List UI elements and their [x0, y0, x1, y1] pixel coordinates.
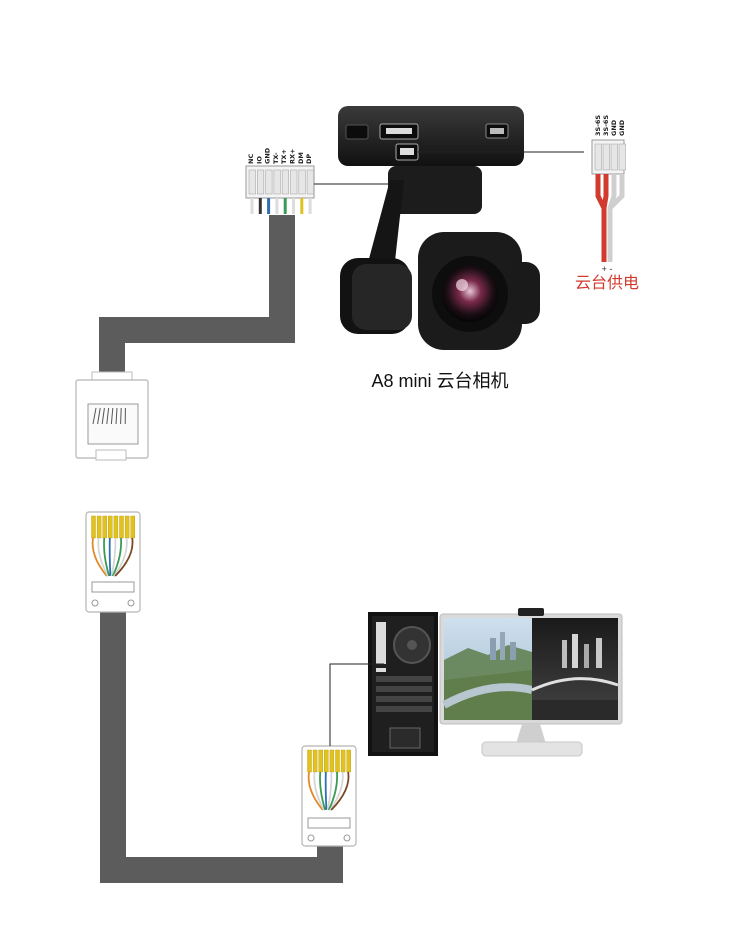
- data-pin-label: NC: [247, 154, 255, 164]
- camera-arm: [366, 180, 404, 270]
- camera-label: A8 mini 云台相机: [371, 371, 508, 391]
- rj45-wire: [103, 537, 111, 577]
- power-pin-label: GND: [610, 119, 618, 136]
- rj45-wire: [108, 537, 112, 577]
- power-label: 云台供电: [575, 274, 639, 292]
- rj45-wire: [110, 537, 117, 577]
- power-polarity: + -: [602, 264, 613, 274]
- rj45-wire: [97, 537, 109, 577]
- camera-top-body: [338, 106, 524, 166]
- monitor-stand: [516, 724, 546, 744]
- rj45-wire: [324, 771, 328, 811]
- monitor-feed-thermal: [531, 618, 619, 720]
- pc-tower: [329, 612, 438, 756]
- power-pin-label: 3S-6S: [602, 115, 610, 136]
- rj45-wire: [113, 537, 128, 577]
- data-pin-label: TX+: [280, 149, 288, 164]
- camera-right-motor: [502, 262, 540, 324]
- rj45-wire: [329, 771, 344, 811]
- rj45-wire: [319, 771, 327, 811]
- rj45-wire: [313, 771, 325, 811]
- power-pin-label: 3S-6S: [594, 115, 602, 136]
- data-pin-label: DP: [305, 154, 313, 164]
- rj45-wire: [327, 771, 339, 811]
- camera-neck: [388, 166, 482, 214]
- data-pin-label: TX-: [272, 152, 280, 164]
- monitor-base: [481, 741, 583, 757]
- data-pin-label: RX+: [289, 149, 297, 164]
- camera-port-left: [345, 124, 369, 140]
- pc-leader-line: [329, 663, 384, 746]
- rj45-wire: [307, 771, 324, 811]
- rj45-plug-upper: [85, 511, 141, 613]
- rj45-wire: [111, 537, 123, 577]
- data-connector-wires: [250, 198, 312, 214]
- data-pin-label: DM: [297, 152, 305, 164]
- gimbal-camera: [338, 106, 540, 350]
- monitor: [439, 608, 623, 757]
- rj45-wire: [326, 771, 333, 811]
- data-pin-label: GND: [264, 147, 272, 164]
- lower-cable: [100, 608, 343, 883]
- webcam: [518, 608, 544, 616]
- upper-cable: [99, 215, 295, 372]
- rj45-wire: [114, 537, 134, 577]
- rj45-plug-lower: [301, 745, 357, 847]
- rj45-wire: [330, 771, 350, 811]
- data-pin-label: IO: [255, 156, 263, 164]
- camera-lens: [442, 266, 498, 322]
- rj45-jack: [75, 371, 149, 461]
- pc-io-panel: [376, 622, 386, 664]
- rj45-wire: [91, 537, 108, 577]
- power-pin-label: GND: [618, 119, 626, 136]
- monitor-feed-visible: [442, 618, 533, 720]
